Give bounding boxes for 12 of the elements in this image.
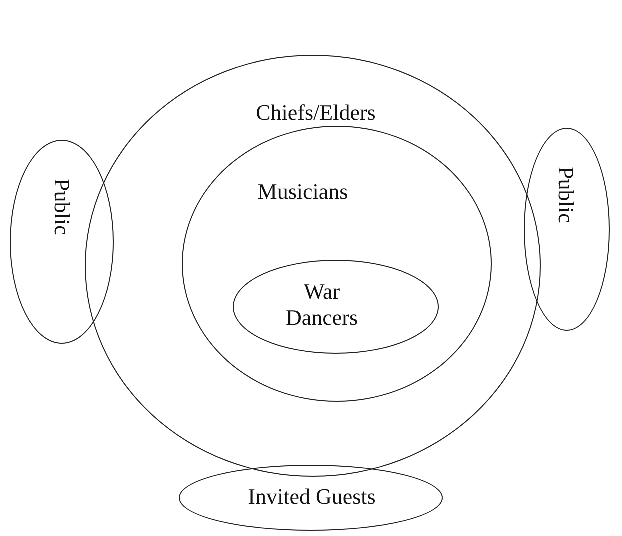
group-label: Public	[553, 167, 579, 224]
inner-ellipse	[233, 260, 439, 354]
group-label: Invited Guests	[247, 484, 377, 510]
ellipse	[10, 140, 114, 344]
inner-ellipse	[182, 126, 492, 402]
outer-circle	[85, 55, 541, 477]
group-label: Musicians	[256, 179, 350, 205]
group-label: War Dancers	[284, 279, 360, 331]
ellipse	[524, 128, 610, 331]
group-label: Chiefs/Elders	[255, 100, 377, 126]
ellipse	[179, 465, 443, 531]
group-label: Public	[49, 179, 75, 236]
